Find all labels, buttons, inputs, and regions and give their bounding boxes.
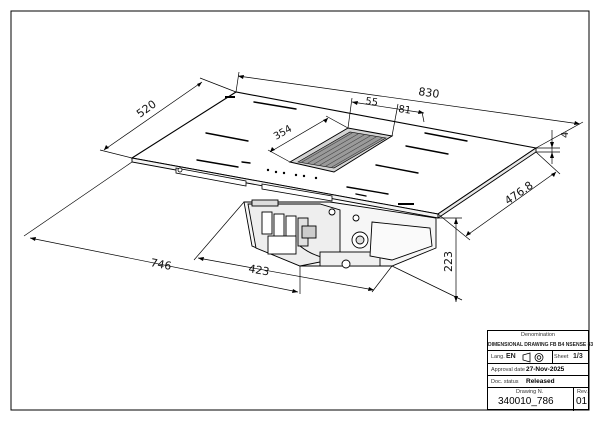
dim-overall-width: 830: [418, 85, 441, 101]
doc-status-label: Doc. status: [491, 379, 519, 385]
rev-value: 01: [576, 396, 588, 407]
cooking-zone-marks: [196, 101, 468, 197]
approval-row: Approval date 27-Nov-2025: [488, 363, 588, 375]
projection-symbol-icon: [522, 352, 544, 363]
title-block: Denomination DIMENSIONAL DRAWING FB B4 N…: [487, 330, 594, 411]
doc-status-value: Released: [526, 378, 555, 385]
sheet-border: [10, 10, 590, 411]
dim-glass-thickness: 4: [560, 132, 571, 138]
dimension-lines: [23, 71, 584, 302]
lang-value: EN: [506, 353, 516, 360]
sheet-value: 1/3: [573, 353, 583, 360]
denomination-value: DIMENSIONAL DRAWING FB B4 NSENSE 83: [488, 342, 594, 348]
dim-cutout-diag: 746: [149, 256, 172, 273]
rev-label: Rev.: [577, 389, 588, 395]
dimension-arrows: [30, 75, 580, 302]
doc-status-row: Doc. status Released: [488, 375, 588, 387]
control-strip: [225, 96, 414, 205]
drawing-value: 340010_786: [498, 396, 554, 407]
extractor-grille: [288, 127, 394, 173]
lang-label: Lang.: [491, 354, 505, 360]
support-rail: [175, 167, 333, 202]
drawing-label: Drawing N.: [516, 389, 544, 395]
sheet-divider: [552, 351, 553, 363]
drawing-number-row: Drawing N. 340010_786 Rev. 01: [488, 387, 588, 411]
dim-extractor-width: 55: [365, 96, 379, 109]
approval-label: Approval date: [491, 367, 525, 373]
dim-cutout-width: 476.8: [502, 179, 535, 208]
approval-value: 27-Nov-2025: [526, 366, 565, 373]
dim-depth: 520: [134, 98, 159, 121]
dim-unit-height: 223: [442, 251, 455, 272]
dim-extractor-offset: 81: [398, 104, 412, 117]
extraction-unit: [243, 199, 437, 269]
lang-sheet-row: Lang. EN Sheet 1/3: [488, 350, 588, 363]
rev-divider: [573, 388, 574, 411]
denomination-label: Denomination: [521, 332, 555, 338]
dim-unit-width: 423: [247, 262, 270, 278]
sheet-label: Sheet: [554, 354, 569, 360]
